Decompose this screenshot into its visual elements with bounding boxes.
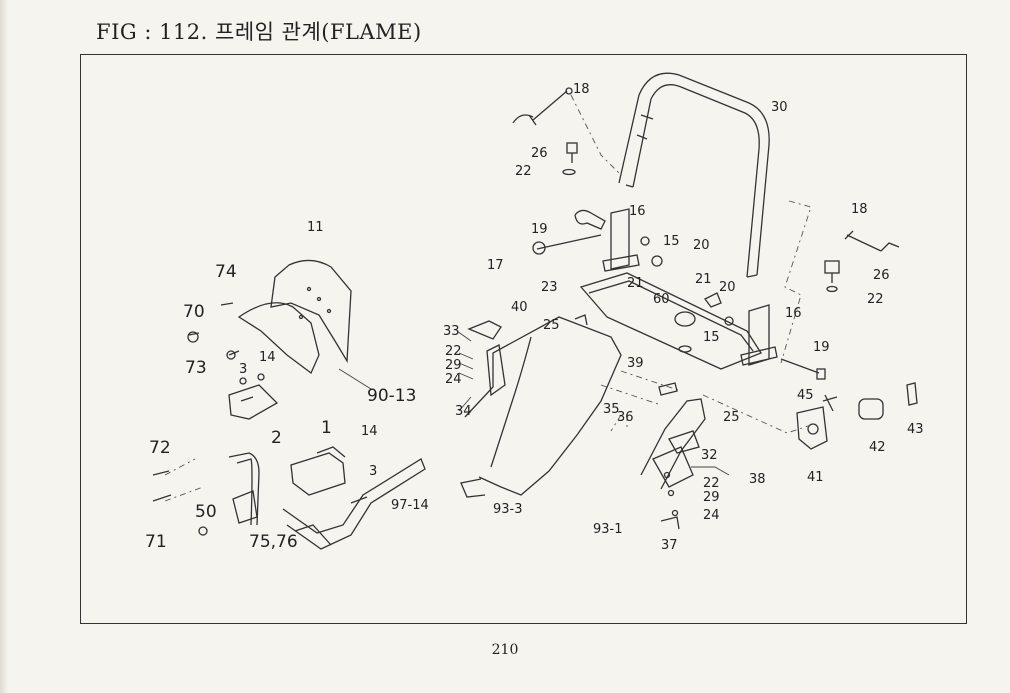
callout-16-right: 16 xyxy=(785,306,802,321)
frame-93-3 xyxy=(460,316,622,498)
callout-37: 37 xyxy=(661,538,678,553)
callout-14-lower: 14 xyxy=(361,424,378,439)
scan-edge-shadow xyxy=(0,0,8,693)
callout-layer: 18 30 26 22 16 19 15 20 17 21 23 60 11 7… xyxy=(145,82,924,553)
callout-30: 30 xyxy=(771,100,788,115)
callout-40: 40 xyxy=(511,300,528,315)
callout-22-mid: 22 xyxy=(445,344,462,359)
callout-22-upper: 22 xyxy=(515,164,532,179)
callout-14-upper: 14 xyxy=(259,350,276,365)
frame-97-14 xyxy=(282,458,426,550)
callout-3-upper: 3 xyxy=(239,362,247,377)
callout-93-1: 93-1 xyxy=(593,522,623,537)
callout-25-left: 25 xyxy=(543,318,560,333)
callout-22-right: 22 xyxy=(867,292,884,307)
callout-73: 73 xyxy=(185,358,207,378)
callout-72: 72 xyxy=(149,438,171,458)
diagram-frame: 18 30 26 22 16 19 15 20 17 21 23 60 11 7… xyxy=(80,54,967,624)
page-number: 210 xyxy=(491,642,519,658)
callout-97-14: 97-14 xyxy=(391,498,429,513)
callout-26-upper: 26 xyxy=(531,146,548,161)
callout-39: 39 xyxy=(627,356,644,371)
callout-36: 36 xyxy=(617,410,634,425)
callout-32: 32 xyxy=(701,448,718,463)
callout-60: 60 xyxy=(653,292,670,307)
callout-70: 70 xyxy=(183,302,205,322)
frame-93-1 xyxy=(640,398,706,490)
callout-19-left: 19 xyxy=(531,222,548,237)
bracket-16-left xyxy=(602,208,640,272)
callout-42: 42 xyxy=(869,440,886,455)
bracket-2 xyxy=(228,373,279,420)
callout-3-lower: 3 xyxy=(369,464,377,479)
callout-1: 1 xyxy=(321,418,332,438)
callout-18-upper: 18 xyxy=(573,82,590,97)
callout-17: 17 xyxy=(487,258,504,273)
page-title: FIG : 112. 프레임 관계(FLAME) xyxy=(96,20,422,44)
callout-15-left: 15 xyxy=(663,234,680,249)
pin-18-right xyxy=(844,230,900,252)
roll-bar-part xyxy=(618,72,770,278)
bracket-16-right xyxy=(740,304,826,380)
callout-29-lower: 29 xyxy=(703,490,720,505)
callout-43: 43 xyxy=(907,422,924,437)
cover-11 xyxy=(237,259,352,375)
callout-22-lower: 22 xyxy=(703,476,720,491)
callout-15-right: 15 xyxy=(703,330,720,345)
callout-24-mid: 24 xyxy=(445,372,462,387)
callout-38: 38 xyxy=(749,472,766,487)
callout-75-76: 75,76 xyxy=(249,532,298,552)
callout-25-right: 25 xyxy=(723,410,740,425)
callout-93-3: 93-3 xyxy=(493,502,523,517)
bolt-26-upper xyxy=(562,142,578,176)
bracket-41 xyxy=(796,406,828,450)
callout-74: 74 xyxy=(215,262,237,282)
callout-20-left: 20 xyxy=(693,238,710,253)
callout-29-mid: 29 xyxy=(445,358,462,373)
callout-34: 34 xyxy=(455,404,472,419)
callout-21-right: 21 xyxy=(695,272,712,287)
callout-18-right: 18 xyxy=(851,202,868,217)
callout-19-right: 19 xyxy=(813,340,830,355)
callout-33: 33 xyxy=(443,324,460,339)
callout-2: 2 xyxy=(271,428,282,448)
handle-71 xyxy=(228,452,260,526)
callout-23: 23 xyxy=(541,280,558,295)
exploded-parts-diagram xyxy=(152,72,918,550)
callout-71: 71 xyxy=(145,532,167,552)
pin-18-upper xyxy=(512,87,573,126)
callout-90-13: 90-13 xyxy=(367,386,416,406)
callout-45: 45 xyxy=(797,388,814,403)
callout-16-left: 16 xyxy=(629,204,646,219)
callout-21-left: 21 xyxy=(627,276,644,291)
bracket-1 xyxy=(290,446,346,496)
plate-23 xyxy=(579,272,762,370)
callout-41: 41 xyxy=(807,470,824,485)
callout-20-right: 20 xyxy=(719,280,736,295)
callout-35: 35 xyxy=(603,402,620,417)
callout-26-right: 26 xyxy=(873,268,890,283)
callout-50: 50 xyxy=(195,502,217,522)
callout-11: 11 xyxy=(307,220,324,235)
callout-24-lower: 24 xyxy=(703,508,720,523)
